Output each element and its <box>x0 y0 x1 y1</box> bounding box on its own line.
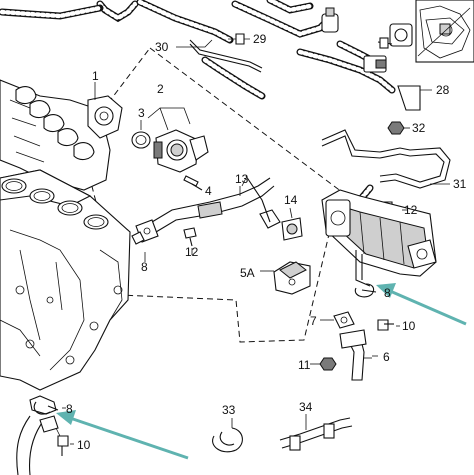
callout-31: 31 <box>453 177 467 191</box>
bolt-icon <box>235 33 245 45</box>
callout-14: 14 <box>284 193 298 207</box>
bolt-4 <box>183 175 203 191</box>
lower-pipe <box>16 395 63 475</box>
bolt-icon <box>183 227 197 247</box>
part-3-seal <box>131 131 151 149</box>
arrow-pointer-icon <box>56 410 189 460</box>
clamp-icon <box>212 418 243 453</box>
callout-3: 3 <box>138 106 145 120</box>
callout-12-right: 12 <box>404 203 418 217</box>
callout-28: 28 <box>436 83 450 97</box>
bolt-icon <box>377 319 394 331</box>
engine-thumbnail <box>415 0 474 63</box>
leader-30 <box>176 39 213 48</box>
callout-2: 2 <box>157 82 164 96</box>
pipe-6 <box>339 329 372 381</box>
intake-manifold <box>0 79 123 191</box>
callout-7: 7 <box>310 314 317 328</box>
part-14-gasket <box>281 207 303 241</box>
callout-29: 29 <box>253 32 267 46</box>
egr-cooler <box>321 189 437 287</box>
arrow-pointer-icon <box>376 283 467 326</box>
callout-8-left: 8 <box>141 260 148 274</box>
bracket-5a <box>273 261 311 295</box>
callout-32: 32 <box>412 121 426 135</box>
part-2-throttle <box>153 129 209 173</box>
callout-10-right: 10 <box>402 319 416 333</box>
callout-4: 4 <box>205 184 212 198</box>
nut-icon <box>319 357 337 371</box>
callout-8-right: 8 <box>384 286 391 300</box>
callout-30: 30 <box>155 40 169 54</box>
bracket-28 <box>397 85 421 111</box>
clamp-8-left <box>131 231 145 245</box>
clamp-8-right <box>354 283 377 298</box>
callout-5a: 5A <box>240 266 255 280</box>
callout-8-bottom: 8 <box>66 402 73 416</box>
callout-6: 6 <box>383 350 390 364</box>
vacuum-hose-assembly <box>0 0 413 100</box>
callout-11: 11 <box>298 358 311 372</box>
nut-icon <box>387 121 405 135</box>
clamp-8-bottom <box>33 401 59 415</box>
callout-1: 1 <box>92 69 99 83</box>
callout-33: 33 <box>222 403 236 417</box>
callout-34: 34 <box>299 400 313 414</box>
callout-12-left: 12 <box>185 245 199 259</box>
gasket-7 <box>320 311 355 329</box>
callout-10-left: 10 <box>77 438 91 452</box>
callout-13: 13 <box>235 172 249 186</box>
bolt-icon <box>57 435 69 456</box>
leader-2-3 <box>147 107 191 131</box>
cylinder-block <box>0 169 131 391</box>
hose-34 <box>279 414 353 451</box>
